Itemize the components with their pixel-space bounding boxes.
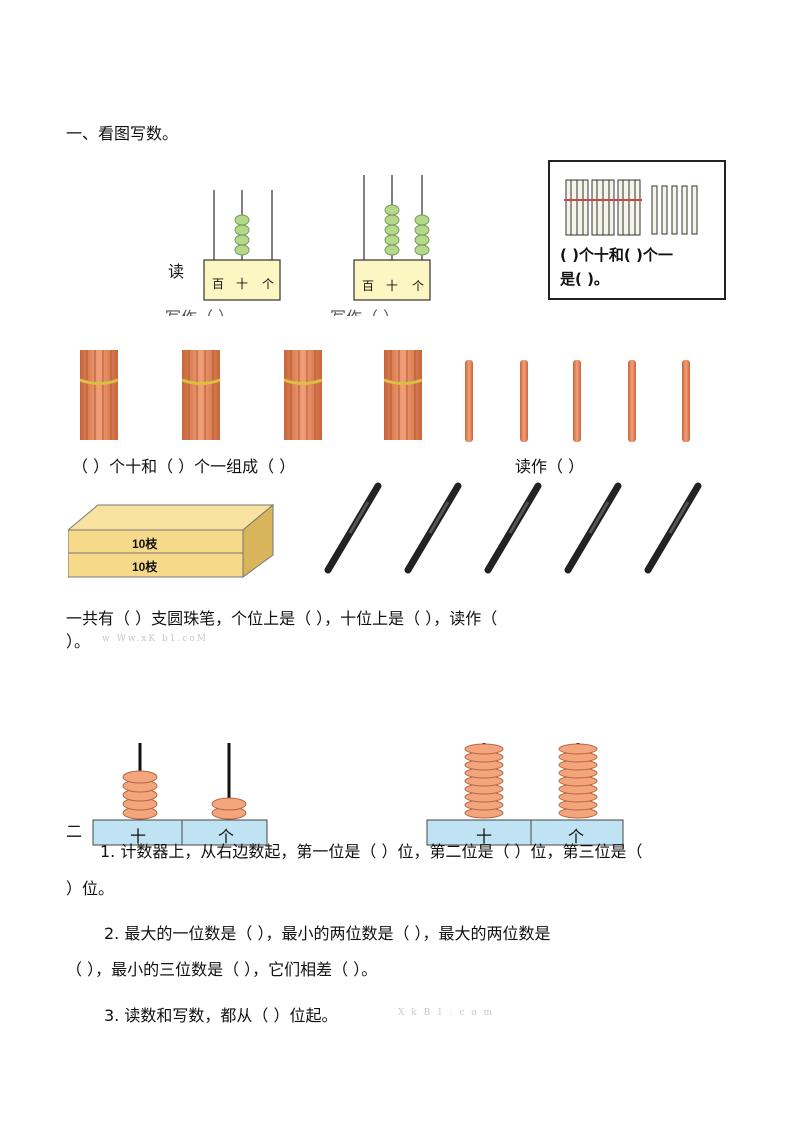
pen-1	[324, 482, 382, 574]
q2-line1: 2. 最大的一位数是（ ），最小的两位数是（ ），最大的两位数是	[104, 924, 551, 943]
big-abacus-right	[426, 743, 624, 846]
sticks-read-as: 读作（ ）	[515, 457, 585, 476]
stick-bundle-3	[283, 350, 323, 440]
single-stick-1	[465, 360, 473, 442]
place-label-tens-2: 十	[386, 279, 399, 293]
stick-bundles-row	[79, 350, 690, 442]
pens-row	[324, 482, 702, 574]
place-label-ones-2: 个	[412, 279, 425, 293]
pen-box-label-bottom: 10枝	[132, 560, 158, 574]
big-abacus-right-ones: 个	[568, 827, 585, 846]
bundle-sticks-drawing	[564, 179, 698, 236]
pens-question-line2: ）。	[66, 632, 91, 651]
place-label-hundreds-2: 百	[362, 279, 375, 293]
pens-question-line1: 一共有（ ）支圆珠笔，个位上是（ ），十位上是（ ），读作（	[66, 609, 498, 628]
read-label: 读	[168, 262, 185, 281]
stick-bundle-1	[79, 350, 119, 440]
single-stick-3	[573, 360, 581, 442]
big-abacus-right-tens: 十	[476, 827, 493, 846]
section2-heading-fragment: 二	[66, 822, 83, 841]
big-abacus-left-tens: 十	[130, 827, 147, 846]
bundle-card-line1: ( )个十和( )个一	[560, 246, 673, 264]
q1-line1: 1. 计数器上，从右边数起，第一位是（ ）位，第二位是（ ）位，第三位是（	[100, 842, 643, 861]
watermark-2: X k B 1 . c o m	[398, 1008, 495, 1018]
q1-line2: ）位。	[66, 879, 115, 898]
big-abacus-left	[92, 743, 268, 846]
single-stick-5	[682, 360, 690, 442]
pen-4	[564, 482, 622, 574]
pen-3	[484, 482, 542, 574]
stick-bundle-2	[181, 350, 221, 440]
bundle-card: ( )个十和( )个一 是( )。	[548, 160, 726, 300]
sticks-question: （ ）个十和（ ）个一组成（ ）	[72, 457, 296, 476]
write-label-1: 写作（ ）	[165, 308, 235, 327]
pen-box-label-top: 10枝	[132, 537, 158, 551]
watermark-1: w Ww.xK b1.coM	[102, 634, 208, 644]
place-label-tens: 十	[236, 277, 249, 291]
pen-2	[404, 482, 462, 574]
small-abacus-2	[353, 175, 431, 301]
bundle-card-line2: 是( )。	[560, 270, 609, 288]
place-label-ones: 个	[262, 277, 275, 291]
pen-5	[644, 482, 702, 574]
q2-line2: （ ），最小的三位数是（ ），它们相差（ ）。	[66, 960, 378, 979]
write-label-2: 写作（ ）	[330, 308, 400, 327]
small-abacus-1	[203, 190, 281, 301]
big-abacus-left-ones: 个	[218, 827, 235, 846]
place-label-hundreds: 百	[212, 277, 225, 291]
single-stick-4	[628, 360, 636, 442]
pen-box	[68, 503, 275, 578]
q3: 3. 读数和写数，都从（ ）位起。	[104, 1006, 338, 1025]
section-heading: 一、看图写数。	[66, 124, 179, 143]
single-stick-2	[520, 360, 528, 442]
stick-bundle-4	[383, 350, 423, 440]
